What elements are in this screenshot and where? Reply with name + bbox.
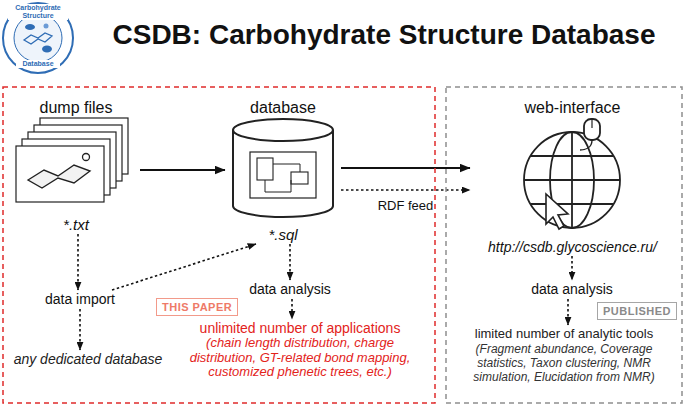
- connectors: [78, 168, 572, 350]
- step-text: data analysis: [249, 281, 331, 298]
- schema-frame: [250, 152, 316, 198]
- result-node: limited number of analytic tools(Fragmen…: [450, 325, 678, 385]
- schema-table: [291, 172, 308, 184]
- this-paper-region: THIS PAPERdump files*.txtdatabase*.sqlda…: [2, 86, 436, 404]
- step-node: data analysis: [246, 280, 334, 299]
- logo-text: Carbohydrate Structure: [8, 4, 68, 20]
- dotted-arrow: [291, 299, 293, 319]
- page-title: CSDB: Carbohydrate Structure Database: [112, 18, 655, 52]
- dotted-arrow: [79, 309, 81, 350]
- dump-files-icon: [16, 118, 128, 202]
- mouse-cord: [580, 140, 592, 150]
- result-node: unlimited number of applications(chain l…: [185, 319, 415, 381]
- cylinder-top: [233, 119, 333, 141]
- globe-icon: [524, 119, 620, 229]
- paper-badge: THIS PAPER: [156, 298, 238, 316]
- page-sheet: [16, 146, 104, 202]
- web-interface-node: web-interface http://csdb.glycoscience.ru…: [470, 98, 675, 256]
- globe-equator: [524, 179, 620, 181]
- dotted-arrow: [289, 244, 291, 280]
- database-node: database *.sql: [225, 98, 341, 244]
- flow-arrow: [341, 167, 470, 169]
- sugar-chair: [28, 165, 90, 188]
- database-cylinder: [233, 119, 333, 217]
- schema-table: [257, 158, 273, 180]
- flow-arrow: [140, 169, 225, 171]
- mouse-button: [591, 119, 592, 128]
- result-list: (chain length distribution, charge distr…: [185, 336, 415, 380]
- result-heading: unlimited number of applications: [185, 320, 415, 336]
- published-badge: PUBLISHED: [597, 302, 677, 320]
- file-extension: *.txt: [63, 216, 89, 234]
- dump-files-node: dump files *.txt: [12, 98, 140, 234]
- logo-cell: [44, 24, 49, 29]
- schema-link: [265, 164, 300, 192]
- cylinder-body: [233, 130, 333, 217]
- dotted-arrow: [77, 234, 79, 290]
- step-node: data import: [42, 290, 118, 309]
- dotted-arrow: [112, 244, 256, 290]
- dashed-border: [3, 87, 435, 403]
- node-heading: web-interface: [524, 98, 620, 117]
- logo-text: Database: [16, 60, 60, 68]
- mouse: [584, 119, 600, 140]
- file-extension: *.sql: [268, 226, 297, 244]
- node-heading: dump files: [40, 98, 113, 117]
- edge-label: RDF feed: [376, 198, 436, 213]
- logo-inner-ring: [14, 14, 62, 62]
- globe-parallel: [531, 156, 613, 204]
- cursor-arrow: [546, 194, 568, 229]
- dotted-arrow: [341, 189, 470, 191]
- logo-sugar-ring: [24, 33, 52, 44]
- logo: [3, 3, 73, 73]
- step-text: any dedicated database: [14, 351, 163, 368]
- logo-ring: [3, 3, 73, 73]
- logo-leaf: [25, 24, 35, 30]
- dotted-arrow: [571, 256, 573, 280]
- globe-outline: [524, 132, 620, 228]
- dotted-arrow: [567, 299, 569, 325]
- dashed-border: [446, 87, 682, 403]
- step-text: data analysis: [531, 281, 613, 298]
- step-text: data import: [45, 291, 115, 308]
- published-region: PUBLISHED web-interface http://csdb.glycos…: [445, 86, 683, 404]
- result-list: (Fragment abundance, Coverage statistics…: [450, 342, 678, 384]
- node-heading: database: [250, 98, 316, 117]
- result-heading: limited number of analytic tools: [450, 326, 678, 342]
- logo-shell: [42, 46, 52, 53]
- url-text: http://csdb.glycoscience.ru/: [488, 238, 657, 256]
- step-node: any dedicated database: [11, 350, 166, 369]
- ring-oxygen: [83, 154, 90, 161]
- step-node: data analysis: [528, 280, 616, 299]
